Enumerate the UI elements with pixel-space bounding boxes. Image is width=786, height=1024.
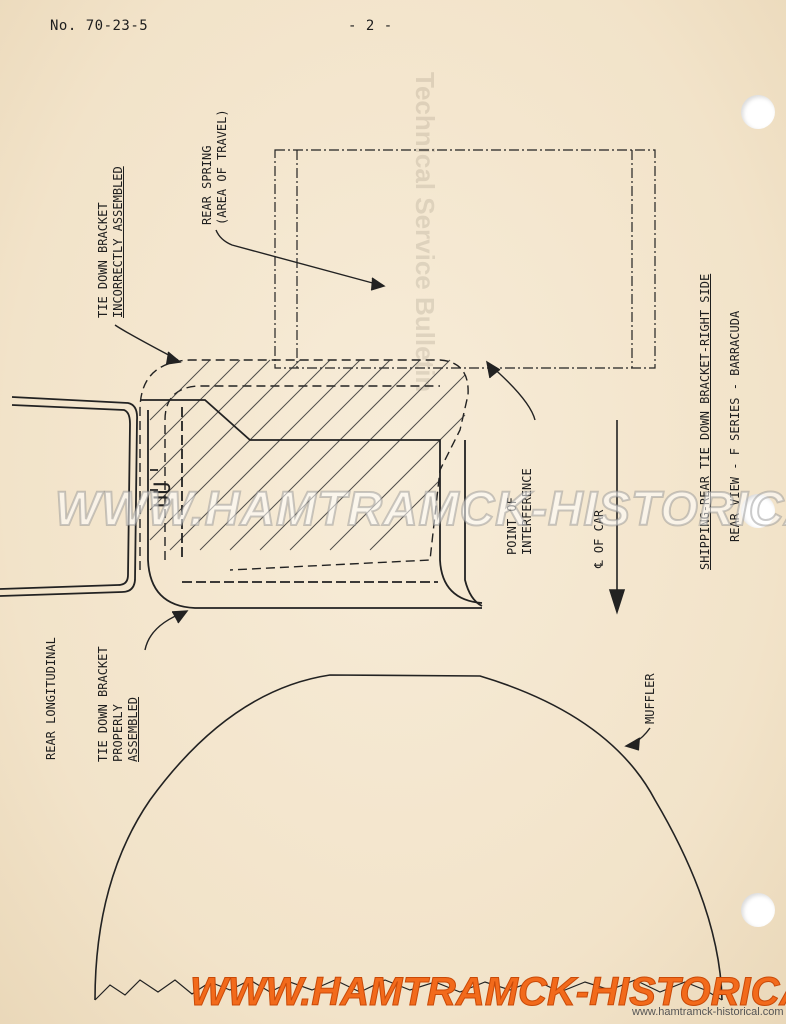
hatched-area xyxy=(149,359,466,551)
muffler-outline xyxy=(94,674,723,1001)
label-rear-longitudinal: REAR LONGITUDINAL xyxy=(44,637,58,760)
label-muffler: MUFFLER xyxy=(643,673,657,724)
centerline-arrow xyxy=(608,420,626,615)
binder-hole-middle xyxy=(741,494,775,528)
incorrect-bracket-outline xyxy=(139,359,469,571)
doc-number: No. 70-23-5 xyxy=(50,18,149,34)
binder-hole-bottom xyxy=(741,893,775,927)
watermark-small-url: www.hamtramck-historical.com xyxy=(632,1006,784,1018)
uu-mark: UU xyxy=(151,482,176,509)
label-tie-down-incorrect: TIE DOWN BRACKET INCORRECTLY ASSEMBLED xyxy=(96,166,125,318)
label-rear-spring: REAR SPRING (AREA OF TRAVEL) xyxy=(200,109,229,225)
watermark-bottom: WWW.HAMTRAMCK-HISTORICAL.COM xyxy=(189,970,786,1015)
watermark-middle: WWW.HAMTRAMCK-HISTORICAL.COM xyxy=(54,482,786,537)
label-tie-down-proper: TIE DOWN BRACKET PROPERLY ASSEMBLED xyxy=(96,646,140,762)
muffler-torn-edge xyxy=(94,979,723,1001)
proper-bracket-outline xyxy=(140,399,483,609)
leader-arrows xyxy=(114,229,651,751)
binder-hole-top xyxy=(741,95,775,129)
page-number: - 2 - xyxy=(348,18,393,34)
rear-spring-outline xyxy=(274,149,656,369)
rear-longitudinal-outline xyxy=(0,396,138,597)
